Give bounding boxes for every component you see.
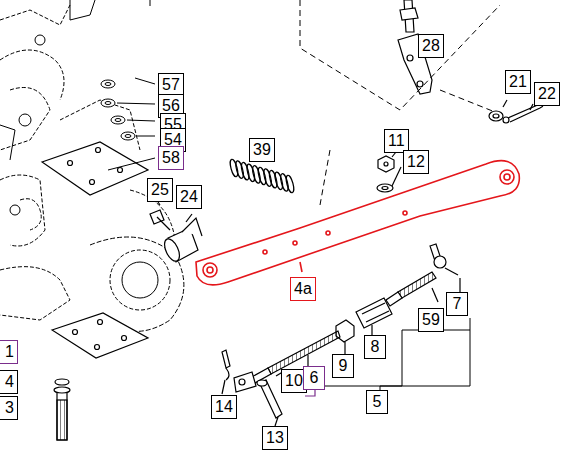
callout-number: 39: [249, 138, 275, 162]
callout-number: 24: [176, 185, 202, 209]
callout-number: 59: [418, 308, 444, 332]
callout-number: 13: [262, 426, 288, 450]
mounting-plates: [42, 142, 148, 440]
pin-and-bolt: [150, 202, 202, 263]
stabilizer-turnbuckle: [222, 244, 460, 426]
lower-link-arm: [196, 161, 519, 285]
group-brackets: [312, 318, 470, 390]
callout-number: 22: [534, 82, 560, 106]
spring-coil: [285, 175, 295, 194]
spring: [229, 159, 295, 194]
callout-number: 9: [332, 354, 354, 378]
callout-number: 3: [0, 396, 18, 420]
callout-number: 1: [0, 340, 18, 364]
callout-number: 28: [418, 34, 444, 58]
callout-number: 8: [364, 335, 386, 359]
callout-number: 14: [211, 395, 237, 419]
callout-number: 12: [403, 150, 429, 174]
nut-and-washer: [377, 152, 401, 192]
callout-number: 4a: [290, 277, 316, 301]
callout-number: 7: [446, 292, 468, 316]
callout-number: 5: [366, 390, 388, 414]
callout-number: 58: [158, 146, 184, 170]
callout-number: 4: [0, 370, 18, 394]
callout-number: 21: [505, 70, 531, 94]
engine-block: [0, 0, 184, 331]
callout-number: 25: [147, 178, 173, 202]
dashed-guides: [150, 0, 500, 205]
washer-stack: [101, 78, 155, 170]
callout-number: 6: [303, 366, 325, 390]
